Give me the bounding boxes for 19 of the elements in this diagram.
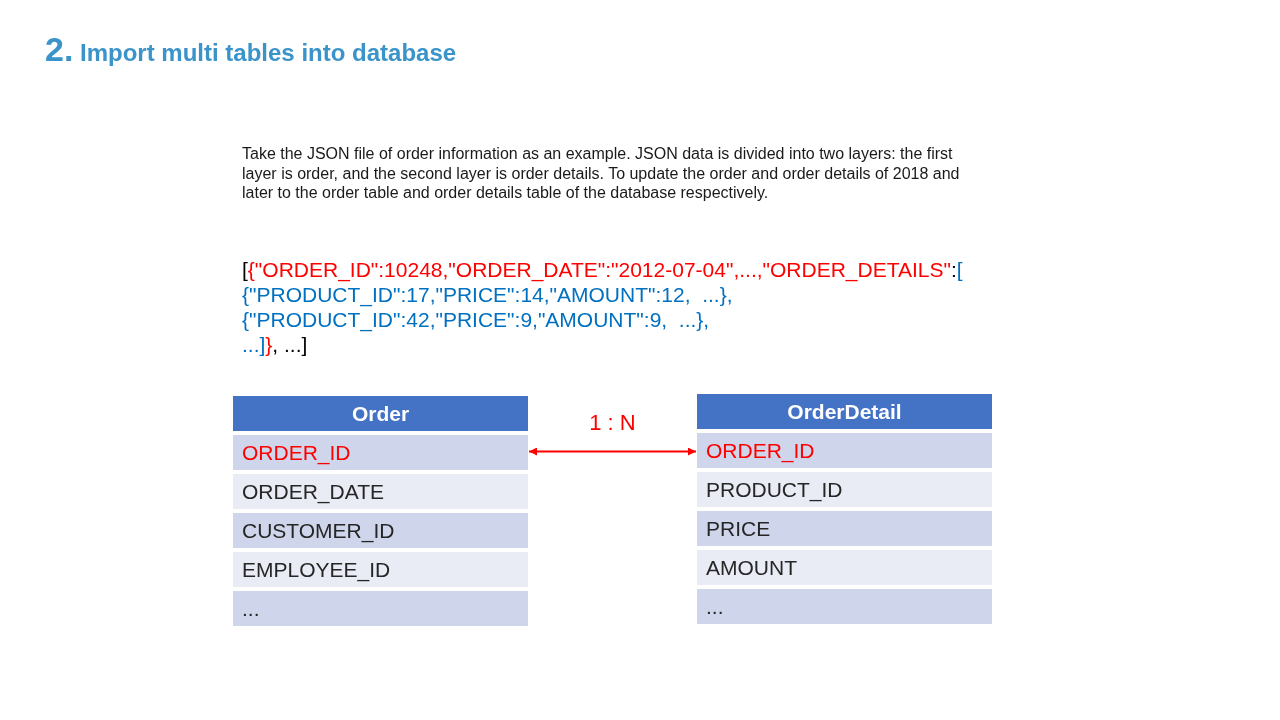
title: 2. Import multi tables into database xyxy=(45,32,457,66)
json-code-line: ...]}, ...] xyxy=(242,332,308,357)
table-row: CUSTOMER_ID xyxy=(233,513,528,548)
double-arrow xyxy=(528,447,697,456)
table-row: ORDER_DATE xyxy=(233,474,528,509)
table-row: PRICE xyxy=(697,511,992,546)
description-paragraph: Take the JSON file of order information as an example. JSON data is divided into two layers: the first layer is order, and the second layer is order details. To update the order and order details of 2018 and later to the order table and order details table of the database respectively. xyxy=(242,144,961,203)
table-header: OrderDetail xyxy=(697,394,992,429)
json-code-line: [{"ORDER_ID":10248,"ORDER_DATE":"2012-07-04",...,"ORDER_DETAILS":[ xyxy=(242,257,963,282)
table-row: ... xyxy=(233,591,528,626)
table-header: Order xyxy=(233,396,528,431)
json-code-line: {"PRODUCT_ID":17,"PRICE":14,"AMOUNT":12, ...}, xyxy=(242,282,733,307)
table-row: ORDER_ID xyxy=(233,435,528,470)
json-code-line: {"PRODUCT_ID":42,"PRICE":9,"AMOUNT":9, ...}, xyxy=(242,307,710,332)
table-row: ... xyxy=(697,589,992,624)
table-row: AMOUNT xyxy=(697,550,992,585)
table-row: PRODUCT_ID xyxy=(697,472,992,507)
table-row: EMPLOYEE_ID xyxy=(233,552,528,587)
table-row: ORDER_ID xyxy=(697,433,992,468)
